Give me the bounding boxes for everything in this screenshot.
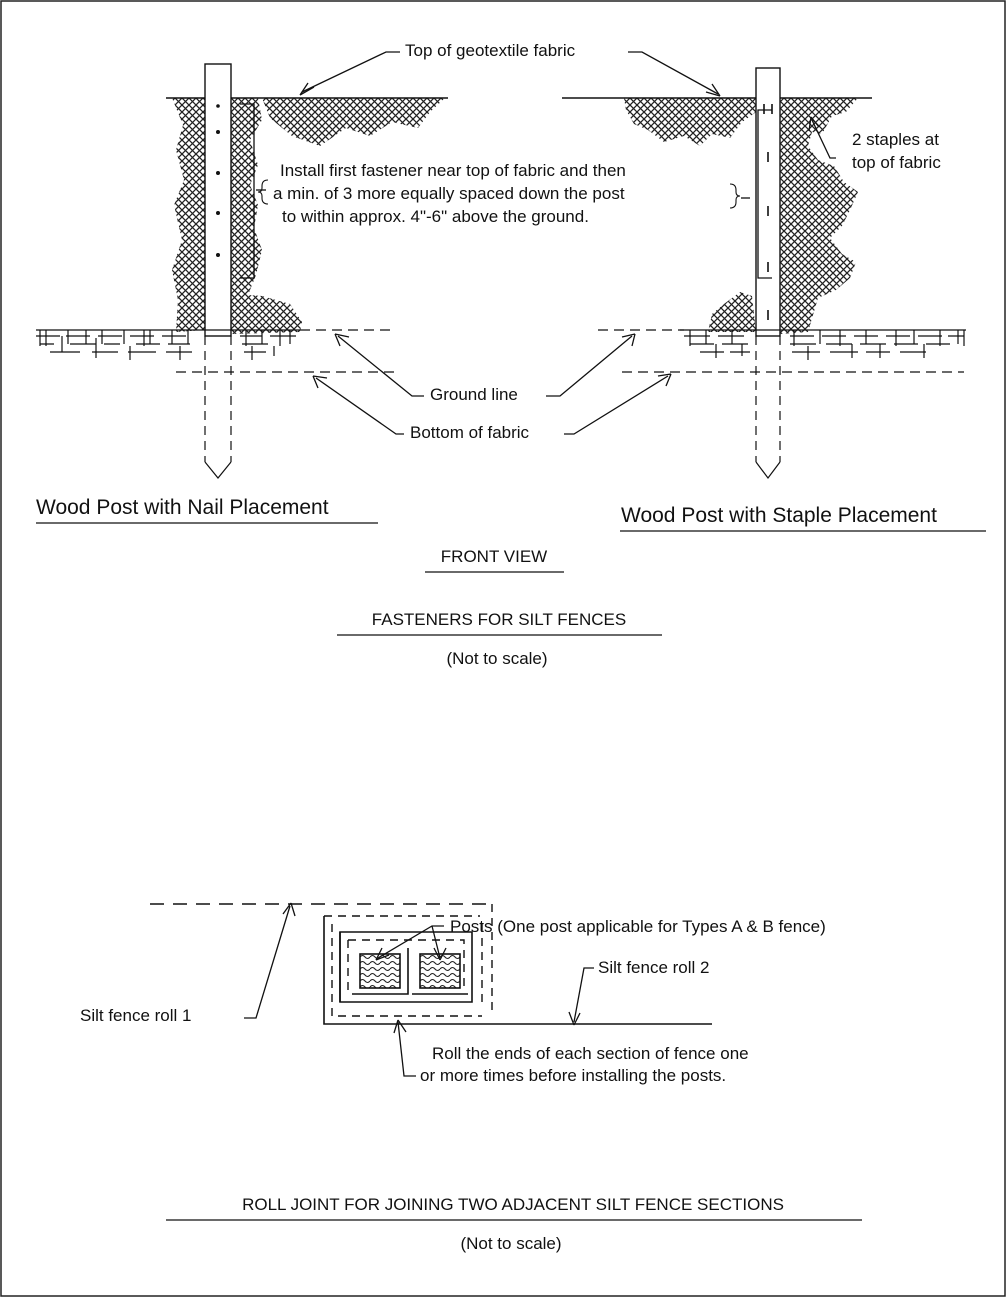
staples-note-line-1: 2 staples at [852,130,939,149]
staples-note-line-2: top of fabric [852,153,941,172]
right-staples [763,104,773,320]
roll-note-line-1: Roll the ends of each section of fence o… [432,1044,749,1063]
front-view-title: FRONT VIEW [440,547,548,566]
roll-joint-section-title: ROLL JOINT FOR JOINING TWO ADJACENT SILT… [242,1195,784,1214]
roll2-label: Silt fence roll 2 [598,958,710,977]
ground-line-label: Ground line [430,385,518,404]
posts [359,953,461,989]
right-post-caption: Wood Post with Staple Placement [621,504,937,527]
left-post-caption: Wood Post with Nail Placement [36,496,329,519]
posts-label: Posts (One post applicable for Types A &… [450,917,826,936]
left-bracket [240,103,255,279]
install-note-line-2: a min. of 3 more equally spaced down the… [273,184,625,203]
right-ground-hatch [680,329,966,360]
left-post [204,63,232,479]
roll-joint-scale-note: (Not to scale) [460,1234,562,1253]
install-note-line-1: Install first fastener near top of fabri… [280,161,626,180]
roll-note-line-2: or more times before installing the post… [420,1066,727,1085]
bottom-of-fabric-label: Bottom of fabric [410,423,530,442]
right-brace [729,183,741,209]
roll-joint-plan [150,903,712,1025]
title-underlines [36,522,986,1221]
leader-lines-roll [244,902,594,1077]
left-ground-hatch [36,329,300,360]
top-of-fabric-label: Top of geotextile fabric [405,41,576,60]
leader-lines-front [256,51,836,435]
right-fabric-hatch [624,98,858,334]
right-bracket [757,109,772,279]
fasteners-scale-note: (Not to scale) [446,649,548,668]
install-note-line-3: to within approx. 4"-6" above the ground… [282,207,589,226]
left-fabric-hatch [172,98,445,334]
left-brace [257,179,269,205]
right-post [755,67,781,479]
left-nails [216,104,220,257]
fasteners-section-title: FASTENERS FOR SILT FENCES [371,610,627,629]
roll1-label: Silt fence roll 1 [80,1006,192,1025]
